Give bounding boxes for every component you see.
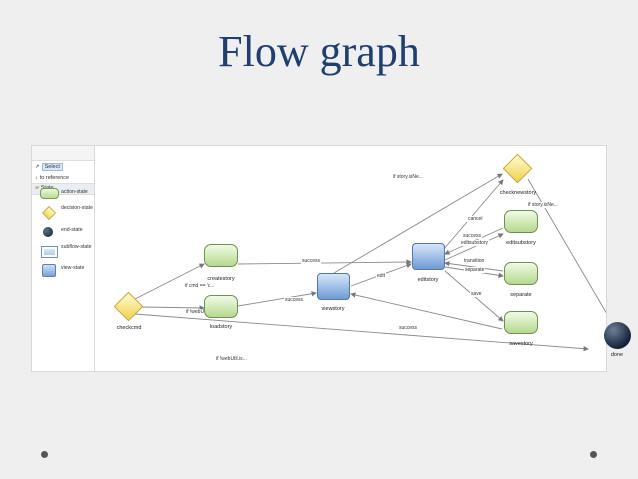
edge-label: success xyxy=(301,258,322,264)
loadstory-node[interactable] xyxy=(204,295,238,318)
separate-node[interactable] xyxy=(504,262,538,285)
node-label: viewstory xyxy=(321,306,345,312)
edge-label: if !webUtil.is... xyxy=(215,356,248,362)
edge-label: edit xyxy=(376,273,387,279)
palette-item-subflow-state[interactable]: subflow-state xyxy=(35,244,93,260)
edge-checkcmd-done xyxy=(134,313,589,352)
decision-state-icon xyxy=(41,205,57,221)
edge-checkcmd-createstory xyxy=(134,263,205,300)
done-node[interactable] xyxy=(604,322,631,349)
edge-label: success xyxy=(462,233,483,239)
node-label: checkcmd xyxy=(116,325,142,331)
node-label: checknewstory xyxy=(499,190,537,196)
slide-bullet-left xyxy=(41,451,48,458)
palette-item-label: decision-state xyxy=(61,205,94,211)
diagram-canvas[interactable]: if cmd == 'c... if !webUtil.is... if !we… xyxy=(95,146,631,371)
slide-title: Flow graph xyxy=(218,27,420,76)
palette-item-end-state[interactable]: end-state xyxy=(35,226,93,238)
palette-reference-tool[interactable]: ↓ to reference xyxy=(32,172,94,183)
palette-select-tool[interactable]: ➚ Select xyxy=(32,161,94,172)
edge-label: success xyxy=(398,325,419,331)
reference-label: to reference xyxy=(39,174,70,181)
action-state-icon xyxy=(40,188,59,199)
editstory-node[interactable] xyxy=(412,243,445,270)
palette-item-view-state[interactable]: view-state xyxy=(35,264,93,278)
node-label: createstory xyxy=(207,276,235,282)
edge-label: save xyxy=(470,291,483,297)
edge-editstory-checknewstory xyxy=(442,179,504,251)
folder-icon: ▰ xyxy=(35,185,40,191)
select-arrow-icon: ➚ xyxy=(35,163,40,170)
editsubstory-node[interactable] xyxy=(504,210,538,233)
slide-bullet-right xyxy=(590,451,597,458)
subflow-state-icon xyxy=(41,246,58,258)
edge-label: if story.isNe... xyxy=(392,174,424,180)
edge-editstory-editsubstory xyxy=(444,233,504,261)
edges-layer xyxy=(134,173,606,352)
node-label: done xyxy=(610,352,624,358)
edge-createstory-editstory xyxy=(237,259,412,265)
palette-item-label: end-state xyxy=(61,227,83,233)
edge-label: if !webUtil.is... xyxy=(185,309,218,315)
palette-item-label: subflow-state xyxy=(61,244,92,250)
palette-panel: ➚ Select ↓ to reference ▰ State action-s… xyxy=(32,146,95,371)
flow-editor: ➚ Select ↓ to reference ▰ State action-s… xyxy=(31,145,631,372)
savestory-node[interactable] xyxy=(504,311,538,334)
edge-label: editsubstory xyxy=(460,240,489,246)
select-label: Select xyxy=(41,162,63,171)
reference-arrow-icon: ↓ xyxy=(35,174,38,181)
edge-label: separate xyxy=(464,267,486,273)
edge-savestory-viewstory xyxy=(350,292,503,330)
palette-item-label: action-state xyxy=(61,189,88,195)
view-state-icon xyxy=(42,264,56,277)
edge-label: cancel xyxy=(467,216,484,222)
node-label: loadstory xyxy=(209,324,233,330)
viewstory-node[interactable] xyxy=(317,273,350,300)
node-label: separate xyxy=(510,292,532,298)
node-label: editstory xyxy=(417,277,439,283)
end-state-icon xyxy=(43,227,53,237)
edge-loadstory-viewstory xyxy=(237,291,317,307)
edge-label: if story.isNe... xyxy=(527,202,559,208)
node-label: savestory xyxy=(509,341,533,347)
edge-label: if cmd == 'c... xyxy=(184,283,216,289)
palette-toolbar xyxy=(32,146,94,161)
createstory-node[interactable] xyxy=(204,244,238,267)
edge-viewstory-checknewstory xyxy=(333,173,503,274)
edge-label: success xyxy=(284,297,305,303)
edge-checkcmd-loadstory xyxy=(138,305,205,311)
palette-item-decision-state[interactable]: decision-state xyxy=(35,205,93,221)
edge-label: transition xyxy=(463,258,486,264)
palette-item-action-state[interactable]: action-state xyxy=(35,187,93,199)
node-label: editsubstory xyxy=(506,240,536,246)
palette-item-label: view-state xyxy=(61,265,85,271)
